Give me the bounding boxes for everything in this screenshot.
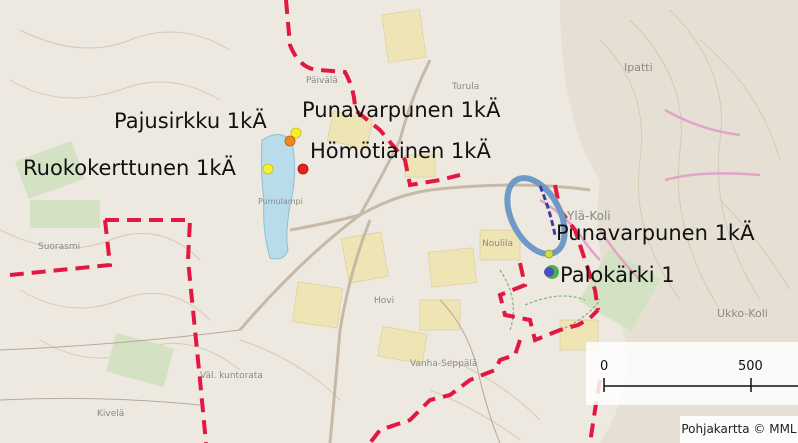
scale-bar-end: 500 [738,359,763,374]
place-label-hovi: Hovi [374,296,395,306]
observation-label-punavarpunen-2: Punavarpunen 1kÄ [556,221,755,245]
observation-label-punavarpunen-1: Punavarpunen 1kÄ [302,98,501,122]
observation-label-pajusirkku: Pajusirkku 1kÄ [114,109,267,133]
map-attribution: Pohjakartta © MML [680,416,798,443]
place-label-kivela: Kivelä [97,409,125,419]
place-label-pumulampi: Pumulampi [258,197,303,206]
observation-label-homotiainen: Hömötiainen 1kÄ [310,139,491,163]
observation-label-ruokokerttunen: Ruokokerttunen 1kÄ [23,156,236,180]
scale-bar-line [603,378,798,392]
observation-marker-punavarpunen-2[interactable] [544,249,554,259]
place-label-ipatti: Ipatti [624,61,653,74]
place-label-yla-koli: Ylä-Koli [567,209,611,223]
highlight-ellipse [504,175,568,257]
observation-marker-pajusirkku[interactable] [290,127,302,139]
place-label-ukko-koli: Ukko-Koli [717,307,768,320]
observation-marker-palokarki[interactable] [544,267,554,277]
place-label-kuntorata: Väl. kuntorata [200,371,263,381]
observation-marker-punavarpunen-1[interactable] [284,135,296,147]
place-label-noulila: Noulila [482,239,513,249]
place-label-vanha-seppala: Vanha-Seppälä [410,359,478,369]
observation-label-palokarki: Palokärki 1 [560,263,675,287]
observation-marker-ruokokerttunen[interactable] [262,163,274,175]
place-label-paivala: Päivälä [306,76,338,86]
observation-marker-homotiainen[interactable] [297,163,309,175]
scale-bar: 0 500 [586,342,798,405]
scale-bar-start: 0 [600,359,609,374]
place-label-turula: Turula [452,82,480,92]
place-label-suorasmi: Suorasmi [38,242,81,252]
